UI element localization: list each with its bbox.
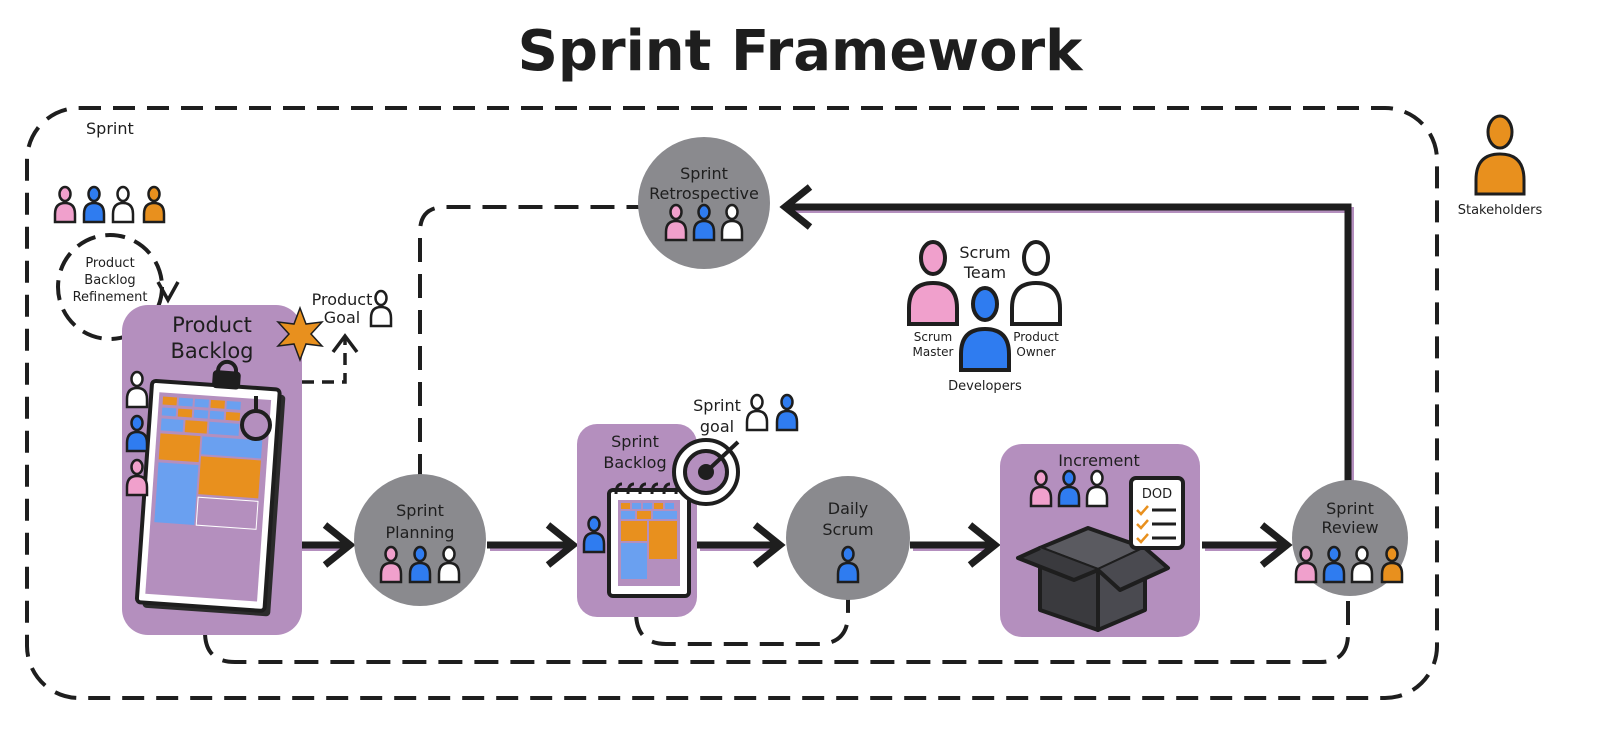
retrospective-feedback-line	[418, 205, 642, 478]
team-member-icon	[111, 185, 135, 224]
team-member-icon	[1029, 469, 1053, 508]
notepad-icon	[607, 482, 691, 598]
sprint-backlog-label-1: Sprint	[611, 432, 659, 451]
refinement-label-1: Product	[85, 256, 134, 271]
sprint-goal-label-1: Sprint	[693, 396, 741, 415]
scrum-team-label-2: Team	[963, 263, 1006, 282]
people-icons	[53, 185, 1404, 584]
clipboard-icon	[134, 359, 286, 617]
scrum-master-label-1: Scrum	[914, 330, 952, 344]
stakeholders-label: Stakeholders	[1458, 203, 1543, 218]
sprint-frame	[25, 106, 1439, 700]
sprint-retrospective-label-2: Retrospective	[649, 184, 759, 203]
sprint-review-label-1: Sprint	[1326, 499, 1374, 518]
sprint-retrospective-label-1: Sprint	[680, 164, 728, 183]
review-feedback-line	[203, 596, 1350, 664]
team-member-icon	[82, 185, 106, 224]
daily-loop-line	[634, 596, 850, 646]
scrum-team-label-1: Scrum	[959, 243, 1010, 262]
box-icon	[1016, 526, 1170, 632]
sprint-review-label-2: Review	[1321, 518, 1378, 537]
sprint-goal-label-2: goal	[700, 417, 734, 436]
team-member-icon	[53, 185, 77, 224]
sprint-planning-label-1: Sprint	[396, 501, 444, 520]
team-member-icon	[775, 393, 799, 432]
team-member-icon	[745, 393, 769, 432]
refinement-label-2: Backlog	[84, 273, 135, 288]
scrum-master-icon	[907, 240, 959, 326]
developers-icon	[959, 286, 1011, 372]
refinement-label-3: Refinement	[73, 290, 148, 305]
team-member-icon	[664, 203, 688, 242]
star-icon	[276, 305, 324, 363]
team-member-icon	[125, 458, 149, 497]
sprint-review-circle	[1292, 480, 1408, 596]
team-member-icon	[720, 203, 744, 242]
increment-label: Increment	[1058, 451, 1140, 470]
product-backlog-label-2: Backlog	[171, 339, 254, 363]
product-goal-label-2: Goal	[324, 308, 360, 327]
developer-small-icon	[582, 515, 606, 554]
developer-small-icon	[836, 545, 860, 584]
daily-scrum-label-1: Daily	[828, 499, 868, 518]
sprint-planning-label-2: Planning	[386, 523, 455, 542]
daily-scrum-circle	[786, 476, 910, 600]
team-member-icon	[692, 203, 716, 242]
product-goal-arrowhead	[331, 333, 359, 354]
team-member-icon	[1294, 545, 1318, 584]
product-owner-small-icon	[369, 289, 393, 328]
product-owner-label-1: Product	[1013, 330, 1059, 344]
product-owner-label-2: Owner	[1016, 345, 1055, 359]
team-member-icon	[125, 414, 149, 453]
team-member-icon	[142, 185, 166, 224]
team-member-icon	[408, 545, 432, 584]
team-member-icon	[437, 545, 461, 584]
sprint-backlog-label-2: Backlog	[603, 453, 666, 472]
sprint-frame-label: Sprint	[86, 119, 134, 138]
refinement-arrowhead	[156, 281, 180, 304]
team-member-icon	[125, 370, 149, 409]
product-backlog-label-1: Product	[172, 313, 252, 337]
scrum-master-label-2: Master	[913, 345, 954, 359]
checklist-icon	[1129, 476, 1185, 550]
team-member-icon	[1085, 469, 1109, 508]
target-icon	[672, 438, 740, 506]
developers-label: Developers	[948, 379, 1022, 394]
flow-arrows	[275, 184, 1354, 568]
product-goal-label-1: Product	[312, 290, 373, 309]
dod-label: DOD	[1142, 487, 1172, 502]
product-owner-icon	[1010, 240, 1062, 326]
team-member-icon	[379, 545, 403, 584]
page-title: Sprint Framework	[518, 19, 1085, 84]
team-member-icon	[1380, 545, 1404, 584]
magnifier-icon	[240, 396, 272, 441]
sprint-retrospective-circle	[638, 137, 770, 269]
daily-scrum-label-2: Scrum	[822, 520, 873, 539]
team-member-icon	[1057, 469, 1081, 508]
team-member-icon	[1322, 545, 1346, 584]
team-member-icon	[1350, 545, 1374, 584]
stakeholder-icon	[1474, 114, 1526, 196]
